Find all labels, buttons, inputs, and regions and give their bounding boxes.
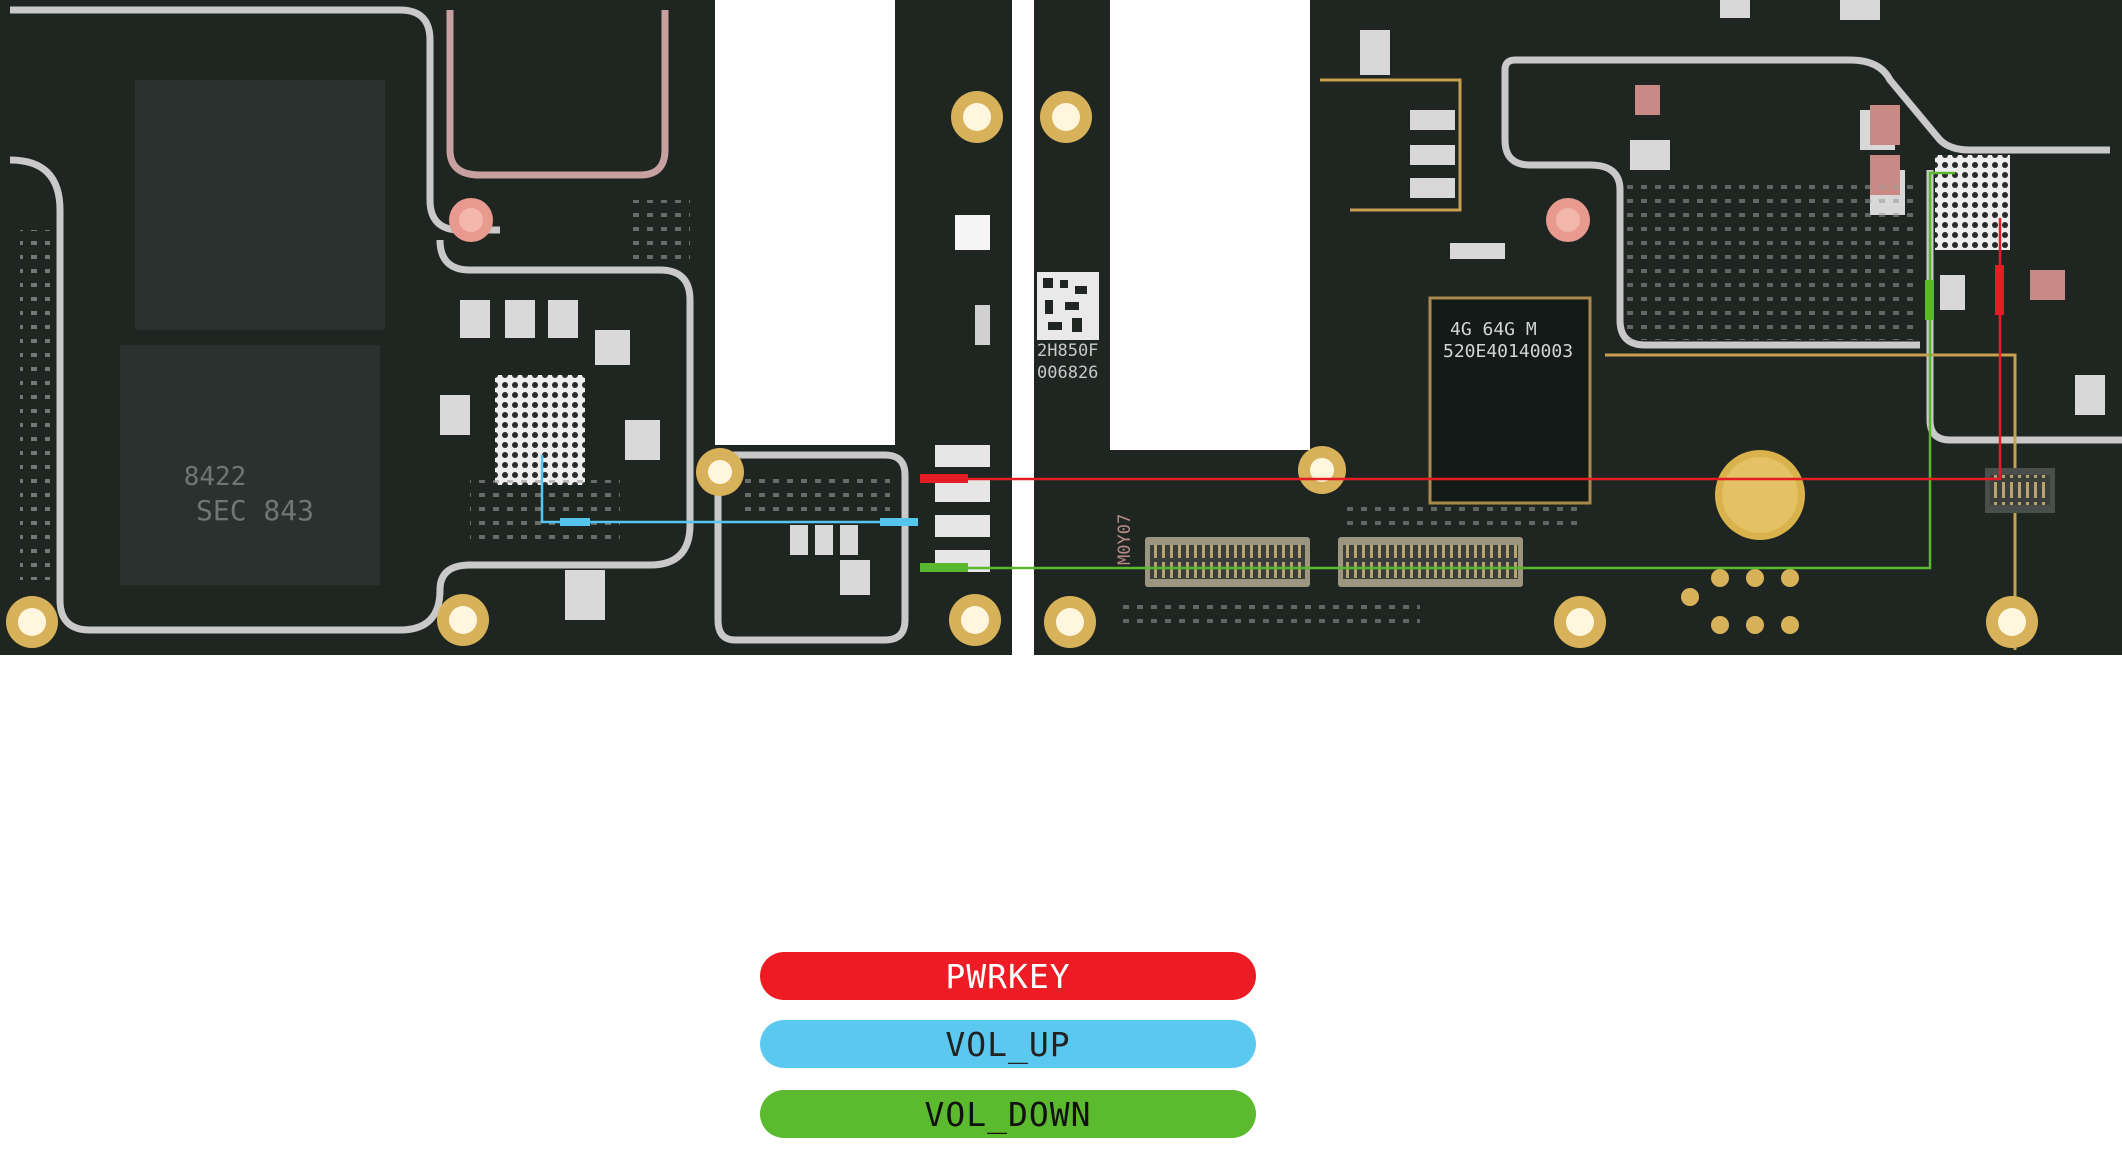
test-points — [1681, 569, 1799, 634]
qr-line1: 2H850F — [1037, 341, 1098, 361]
left-ic-text: SEC 843 — [196, 494, 314, 527]
shield-outline — [446, 10, 669, 179]
shield-outline — [9, 156, 694, 634]
left-board: SEC 843 8422 — [0, 0, 1012, 655]
passive-components — [440, 300, 870, 620]
mounting-holes — [1040, 91, 2038, 648]
legend-vol-down: VOL_DOWN — [760, 1090, 1256, 1138]
left-ic-code: 8422 — [184, 462, 247, 492]
memory-chip — [1428, 296, 1592, 505]
legend-vol-down-label: VOL_DOWN — [924, 1094, 1092, 1134]
button-contact-pads — [935, 445, 990, 572]
qr-line2: 006826 — [1037, 363, 1098, 383]
signal-traces — [540, 171, 2004, 572]
pmic-bga-chip — [495, 375, 585, 485]
vertical-code: M0Y07 — [1115, 514, 1135, 565]
emmc-chip — [120, 345, 380, 585]
vol-down-trace — [920, 171, 1955, 570]
key-ic-bga — [1935, 155, 2010, 250]
shield-outline — [10, 6, 500, 234]
legend-pwrkey-label: PWRKEY — [945, 956, 1071, 996]
left-board-cutout — [715, 0, 895, 445]
mounting-holes — [6, 91, 1003, 648]
right-board-cutout — [1110, 0, 1310, 450]
memory-line2: 520E40140003 — [1443, 341, 1573, 362]
pcb-diagram: SEC 843 8422 — [0, 0, 2122, 655]
legend-vol-up: VOL_UP — [760, 1020, 1256, 1068]
ram-chip — [135, 80, 385, 330]
legend-vol-up-label: VOL_UP — [945, 1024, 1071, 1064]
right-board: 4G 64G M 520E40140003 2H850F 006826 M0Y0… — [1034, 0, 2122, 655]
shield-outline — [1501, 56, 2110, 154]
memory-line1: 4G 64G M — [1450, 319, 1537, 340]
vol-up-trace — [540, 455, 918, 524]
legend-pwrkey: PWRKEY — [760, 952, 1256, 1000]
